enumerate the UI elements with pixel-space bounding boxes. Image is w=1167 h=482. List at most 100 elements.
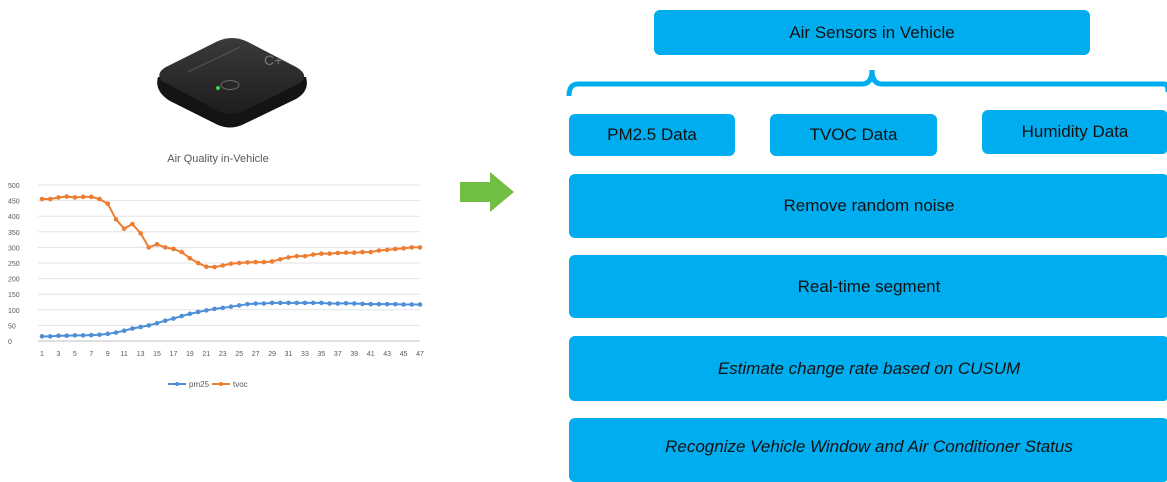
estimate-change-rate-label: Estimate change rate based on CUSUM	[717, 358, 1021, 378]
x-tick-label: 37	[334, 351, 342, 358]
data-point-pm25	[401, 302, 406, 307]
data-point-pm25	[97, 332, 102, 338]
estimate-change-rate-box: Estimate change rate based on CUSUM	[569, 336, 1167, 401]
chart-legend: pm25 tvoc	[168, 380, 248, 389]
data-point-tvoc	[113, 217, 119, 222]
data-point-pm25	[146, 323, 152, 328]
data-point-tvoc	[335, 250, 341, 256]
x-tick-label: 1	[40, 351, 44, 358]
x-tick-label: 33	[301, 351, 309, 358]
data-point-pm25	[105, 331, 111, 337]
data-point-tvoc	[286, 255, 291, 260]
humidity-data-box: Humidity Data	[982, 110, 1167, 154]
y-tick-label: 200	[8, 277, 20, 284]
tvoc-data-box: TVOC Data	[770, 114, 937, 156]
tvoc-data-label: TVOC Data	[809, 125, 898, 144]
data-point-pm25	[64, 333, 69, 338]
data-point-pm25	[121, 328, 127, 334]
remove-noise-label: Remove random noise	[783, 196, 955, 215]
data-point-pm25	[80, 333, 86, 338]
data-point-tvoc	[89, 194, 94, 200]
data-point-tvoc	[261, 259, 267, 265]
data-point-tvoc	[64, 194, 69, 199]
data-point-tvoc	[212, 264, 217, 270]
data-point-pm25	[187, 311, 193, 317]
data-point-pm25	[351, 301, 357, 306]
x-tick-label: 47	[416, 351, 424, 358]
data-point-pm25	[376, 301, 382, 307]
data-point-tvoc	[343, 250, 349, 256]
data-point-tvoc	[278, 256, 283, 262]
x-tick-label: 35	[317, 351, 325, 358]
data-point-tvoc	[253, 259, 258, 265]
data-point-pm25	[417, 302, 423, 307]
data-point-pm25	[278, 300, 283, 306]
data-point-pm25	[89, 332, 94, 338]
data-point-tvoc	[384, 247, 390, 253]
recognize-status-label: Recognize Vehicle Window and Air Conditi…	[665, 437, 1073, 456]
svg-text:C+: C+	[264, 52, 282, 68]
y-tick-label: 400	[8, 214, 20, 221]
data-point-pm25	[294, 300, 300, 306]
data-point-pm25	[113, 330, 119, 335]
x-tick-label: 39	[350, 351, 358, 358]
data-point-tvoc	[72, 195, 78, 200]
data-point-tvoc	[368, 249, 373, 255]
data-point-pm25	[393, 301, 398, 307]
data-point-pm25	[154, 320, 160, 326]
data-point-pm25	[179, 313, 184, 319]
y-tick-label: 100	[8, 308, 20, 315]
data-point-tvoc	[138, 231, 143, 236]
data-point-pm25	[335, 301, 341, 306]
data-point-tvoc	[269, 259, 275, 264]
data-point-tvoc	[179, 249, 184, 255]
air-quality-line-chart: Air Quality in-Vehicle 05010015020025030…	[8, 153, 424, 389]
data-point-tvoc	[302, 253, 308, 259]
y-tick-label: 0	[8, 339, 12, 346]
x-tick-label: 7	[89, 351, 93, 358]
legend-pm25: pm25	[189, 380, 210, 389]
data-point-pm25	[212, 306, 217, 312]
data-point-tvoc	[47, 196, 53, 202]
chart-series	[39, 194, 423, 339]
data-point-tvoc	[245, 260, 250, 265]
data-point-pm25	[269, 300, 275, 306]
x-tick-label: 43	[383, 351, 391, 358]
x-tick-label: 41	[367, 351, 375, 358]
x-tick-label: 5	[73, 351, 77, 358]
humidity-data-label: Humidity Data	[1021, 122, 1129, 141]
y-tick-label: 150	[8, 292, 20, 299]
y-tick-label: 350	[8, 230, 20, 237]
right-arrow-icon	[460, 172, 514, 212]
x-tick-label: 13	[137, 351, 145, 358]
branch-bracket	[566, 69, 1167, 97]
data-point-tvoc	[171, 246, 176, 252]
air-sensor-device-image: C+	[157, 38, 307, 128]
data-point-pm25	[261, 301, 267, 306]
data-point-tvoc	[409, 245, 415, 250]
data-point-pm25	[327, 301, 332, 306]
data-point-pm25	[47, 334, 53, 339]
data-point-pm25	[138, 324, 143, 330]
data-point-pm25	[39, 334, 45, 339]
data-point-tvoc	[310, 252, 316, 257]
data-point-tvoc	[121, 226, 127, 231]
data-point-pm25	[253, 301, 258, 306]
y-tick-label: 450	[8, 199, 20, 206]
data-point-tvoc	[204, 264, 209, 270]
data-point-tvoc	[105, 201, 111, 207]
realtime-segment-box: Real-time segment	[569, 255, 1167, 318]
data-point-pm25	[162, 318, 168, 324]
data-point-tvoc	[154, 241, 160, 247]
x-tick-label: 17	[170, 351, 178, 358]
data-point-pm25	[319, 300, 324, 306]
data-point-pm25	[245, 301, 250, 307]
data-point-tvoc	[360, 249, 365, 255]
data-point-pm25	[236, 303, 242, 308]
chart-gridlines	[38, 184, 420, 342]
x-tick-label: 11	[121, 351, 128, 358]
x-tick-label: 3	[56, 351, 60, 358]
remove-noise-box: Remove random noise	[569, 174, 1167, 238]
data-point-tvoc	[351, 250, 357, 256]
